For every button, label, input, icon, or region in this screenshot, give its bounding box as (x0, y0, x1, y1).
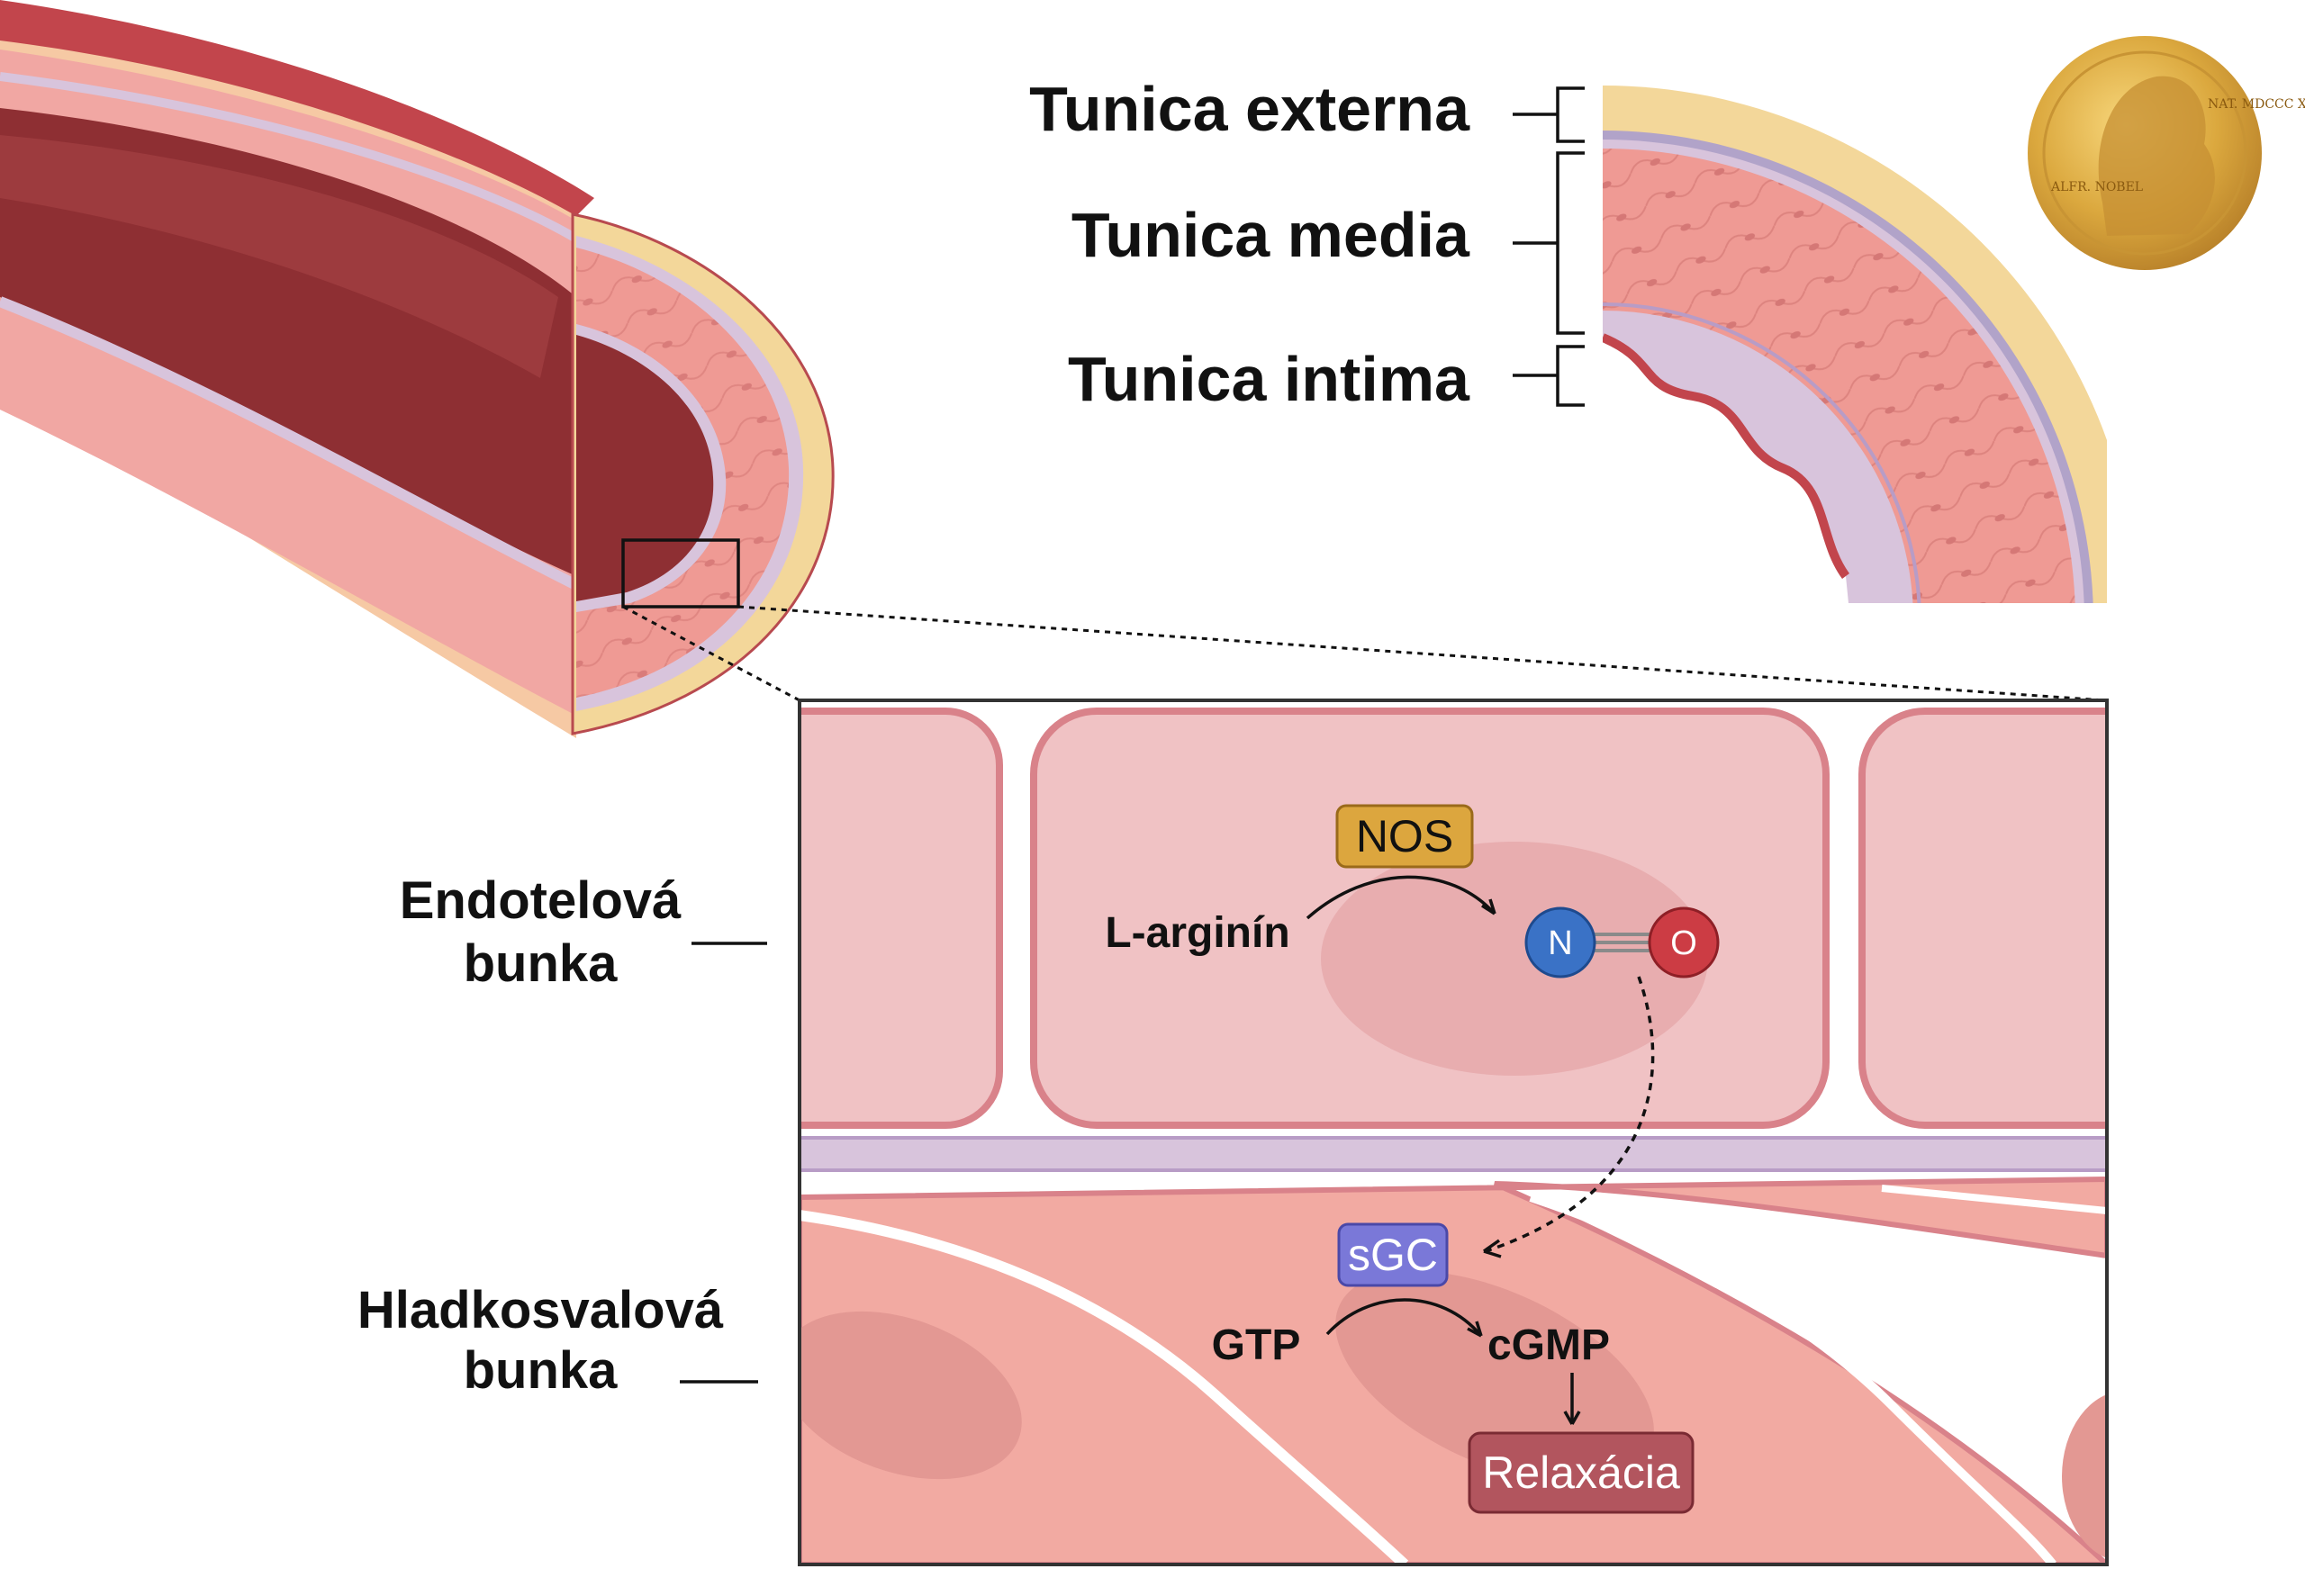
sgc-enzyme-box (1337, 1222, 1449, 1287)
label-smooth-muscle-line1: Hladkosvalová (357, 1281, 724, 1339)
relaxation-label: Relaxácia (1482, 1447, 1680, 1498)
smooth-muscle-nucleus-center (1335, 1271, 1654, 1483)
no-signaling-pathway: NOS L-arginín N O sGC GTP cGMP Relaxácia (1105, 804, 1720, 1514)
medal-left-inscription: ALFR. NOBEL (2050, 180, 2143, 194)
endothelial-cell-left (800, 708, 1003, 1129)
nitrogen-atom (1524, 906, 1596, 978)
layer-labels: Tunica externa Tunica media Tunica intim… (1029, 74, 1585, 414)
smooth-muscle-nucleus-right (2062, 1393, 2107, 1559)
label-tunica-externa: Tunica externa (1029, 74, 1470, 144)
label-endothelial-line1: Endotelová (400, 871, 682, 930)
blood-vessel-illustration (0, 0, 2106, 738)
nitrogen-label: N (1548, 924, 1572, 962)
label-tunica-media: Tunica media (1071, 200, 1470, 270)
oxygen-atom (1648, 906, 1720, 978)
zoom-region-marker (621, 538, 740, 609)
gtp-label: GTP (1212, 1321, 1301, 1369)
l-arginine-label: L-arginín (1105, 909, 1289, 957)
gtp-to-cgmp-arrow (1325, 1298, 1483, 1338)
smooth-muscle-nucleus-left (800, 1311, 1022, 1480)
nos-label: NOS (1356, 811, 1453, 861)
cgmp-label: cGMP (1487, 1321, 1610, 1369)
medal-right-inscription: NAT. MDCCC XXXIII OB. MDCCC XCVI (2208, 97, 2305, 112)
nobel-medal-image: ALFR. NOBEL NAT. MDCCC XXXIII OB. MDCCC … (2028, 36, 2305, 270)
nitric-oxide-molecule: N O (1524, 906, 1720, 978)
layer-cross-section (1603, 86, 2107, 603)
endothelial-cell-right (1858, 708, 2107, 1129)
arginine-to-no-arrow (1306, 875, 1496, 920)
zoom-panel-border (798, 699, 2109, 1566)
relaxation-box (1468, 1431, 1695, 1514)
oxygen-label: O (1670, 924, 1697, 962)
endothelial-nucleus (1321, 842, 1708, 1076)
label-tunica-intima: Tunica intima (1068, 344, 1470, 414)
label-endothelial-line2: bunka (464, 934, 619, 993)
basement-membrane (800, 1136, 2107, 1172)
cell-labels: Endotelová bunka Hladkosvalová bunka (357, 871, 767, 1400)
sgc-label: sGC (1348, 1230, 1438, 1280)
layer-brackets (1513, 86, 1585, 407)
nos-enzyme-box (1335, 804, 1474, 869)
no-diffusion-arrow (1485, 976, 1655, 1253)
label-smooth-muscle-line2: bunka (464, 1341, 619, 1400)
